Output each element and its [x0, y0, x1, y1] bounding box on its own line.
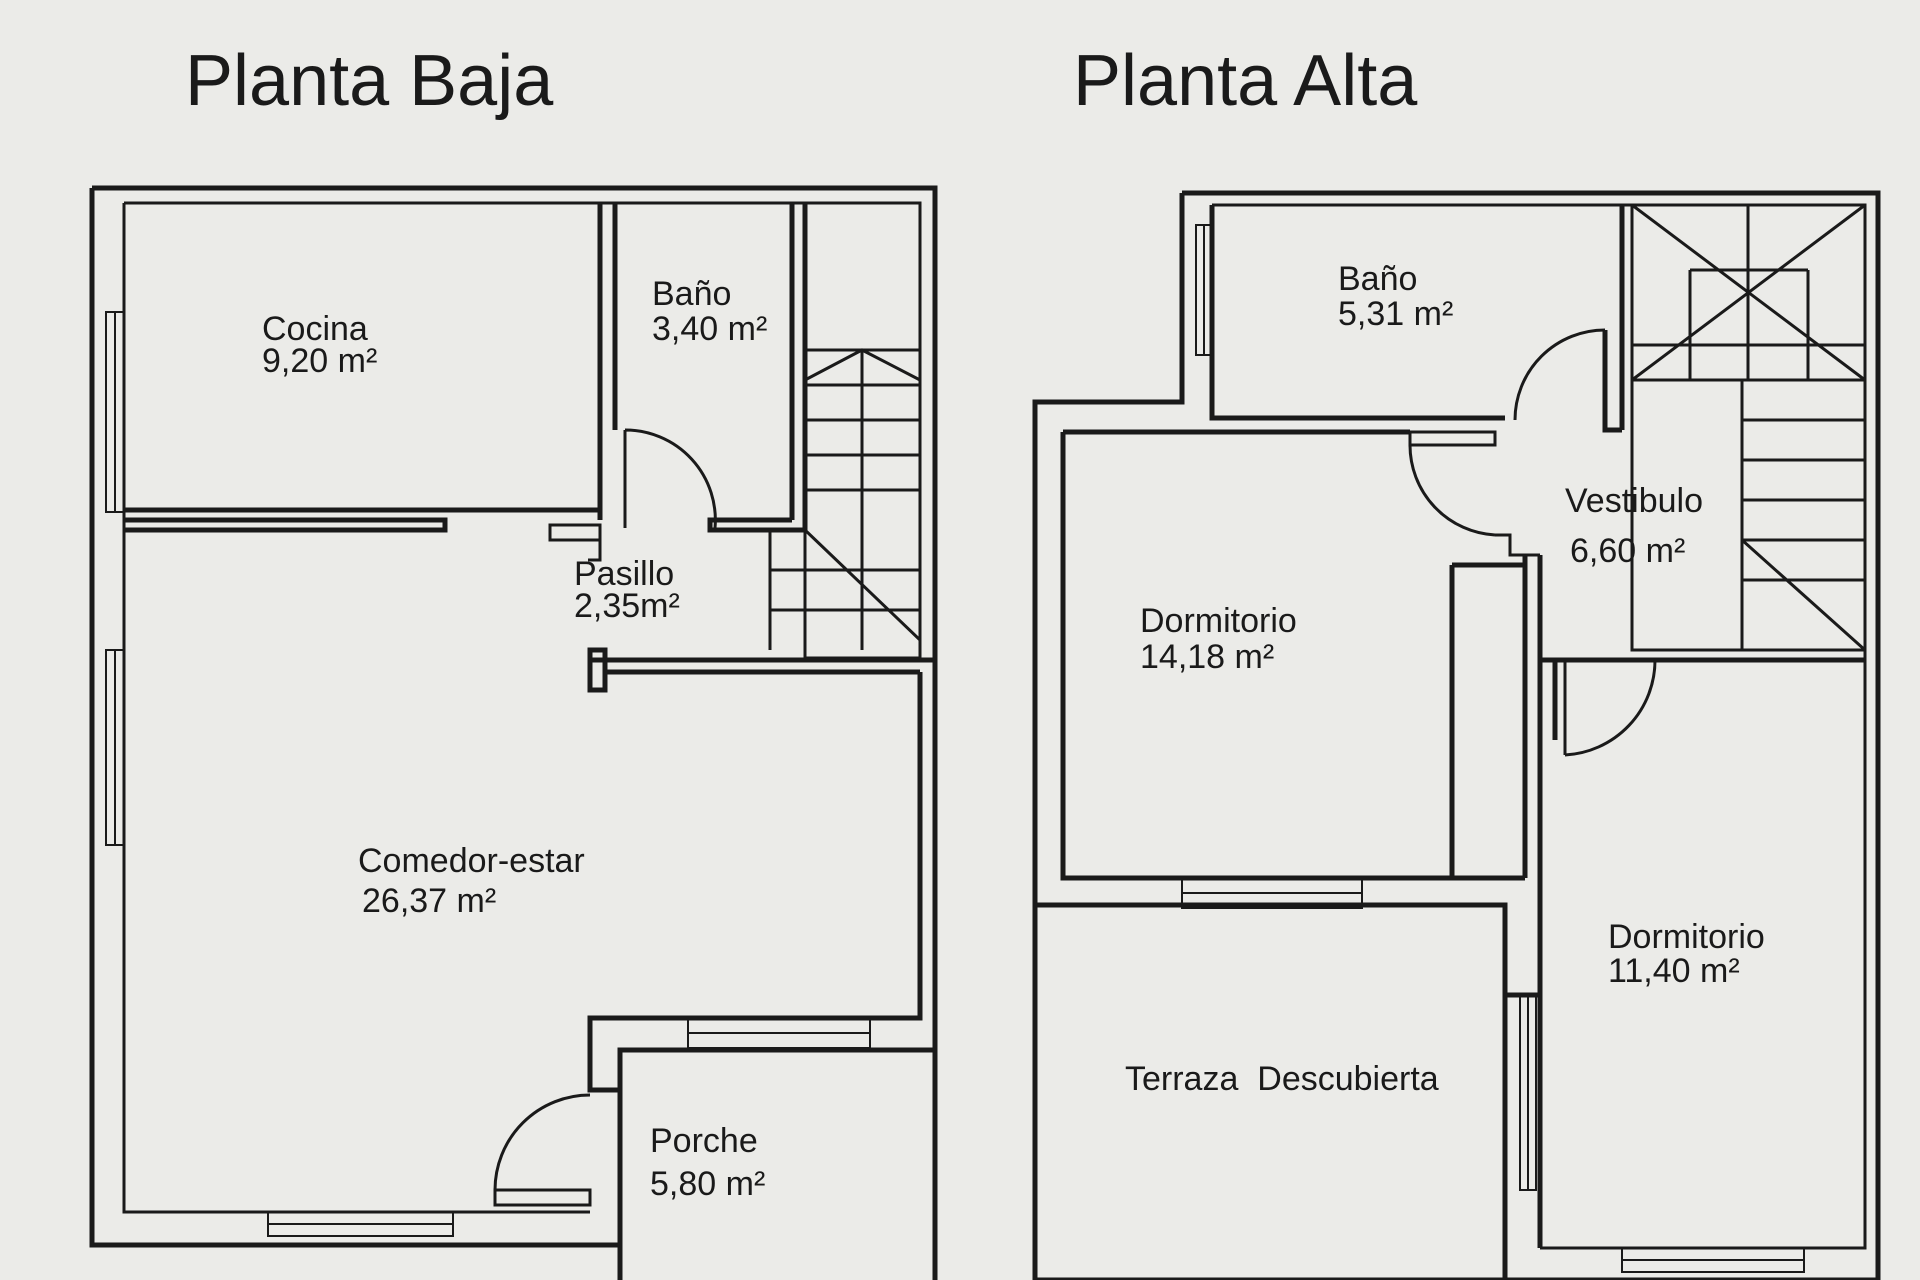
- porch-door: [493, 1093, 592, 1207]
- living-top-wall: [587, 647, 935, 693]
- dorm2-window-bottom: [1621, 1247, 1805, 1273]
- ground-outer-wall: [89, 185, 938, 1280]
- upper-bano-area: 5,31 m²: [1338, 295, 1453, 333]
- porche-area: 5,80 m²: [650, 1165, 765, 1203]
- bath-door: [623, 428, 717, 529]
- dorm1-door: [1408, 430, 1540, 557]
- corridor-jamb: [548, 523, 602, 562]
- pasillo-area: 2,35m²: [574, 587, 680, 625]
- kitchen-wall: [124, 507, 600, 533]
- cocina-area: 9,20 m²: [262, 342, 377, 380]
- dorm2-name: Dormitorio: [1608, 918, 1765, 956]
- dorm2-area: 11,40 m²: [1608, 952, 1740, 990]
- upper-floor-title: Planta Alta: [1073, 41, 1418, 121]
- upper-staircase: [1630, 203, 1867, 652]
- dorm1-window: [1181, 877, 1363, 909]
- kitchen-window: [105, 311, 125, 513]
- ground-floor-title: Planta Baja: [185, 41, 554, 121]
- ground-floor-plan: Cocina 9,20 m² Baño 3,40 m² Pasillo 2,35…: [89, 185, 938, 1280]
- terraza-name: Terraza Descubierta: [1125, 1060, 1439, 1098]
- comedor-name: Comedor-estar: [358, 842, 585, 880]
- upper-bath-window: [1195, 224, 1213, 356]
- porch-window: [687, 1017, 871, 1049]
- pasillo-name: Pasillo: [574, 555, 674, 593]
- living-right-wall: [587, 672, 935, 1093]
- terrace-walls: [1035, 902, 1540, 1280]
- upper-bano-name: Baño: [1338, 260, 1417, 298]
- bano-area: 3,40 m²: [652, 310, 767, 348]
- upper-floor-plan: Baño 5,31 m² Vestibulo 6,60 m² Dormitori…: [1032, 190, 1881, 1280]
- bath-walls: [597, 203, 808, 533]
- upper-outer-wall: [1032, 190, 1881, 1280]
- dorm1-name: Dormitorio: [1140, 602, 1297, 640]
- living-window-left: [105, 649, 125, 846]
- dorm1-area: 14,18 m²: [1140, 638, 1274, 676]
- dorm2-walls: [1537, 555, 1865, 1248]
- bano-name: Baño: [652, 275, 731, 313]
- vestibulo-area: 6,60 m²: [1570, 532, 1685, 570]
- dorm2-door: [1563, 659, 1657, 757]
- porche-name: Porche: [650, 1122, 758, 1160]
- ground-inner-wall-line: [122, 201, 922, 1214]
- living-window-bottom: [267, 1211, 454, 1237]
- comedor-area: 26,37 m²: [362, 882, 496, 920]
- dorm1-walls: [1060, 429, 1528, 881]
- dorm2-window-left: [1519, 994, 1537, 1191]
- vestibulo-name: Vestibulo: [1565, 482, 1703, 520]
- cocina-name: Cocina: [262, 310, 368, 348]
- upper-bath-door: [1513, 328, 1606, 421]
